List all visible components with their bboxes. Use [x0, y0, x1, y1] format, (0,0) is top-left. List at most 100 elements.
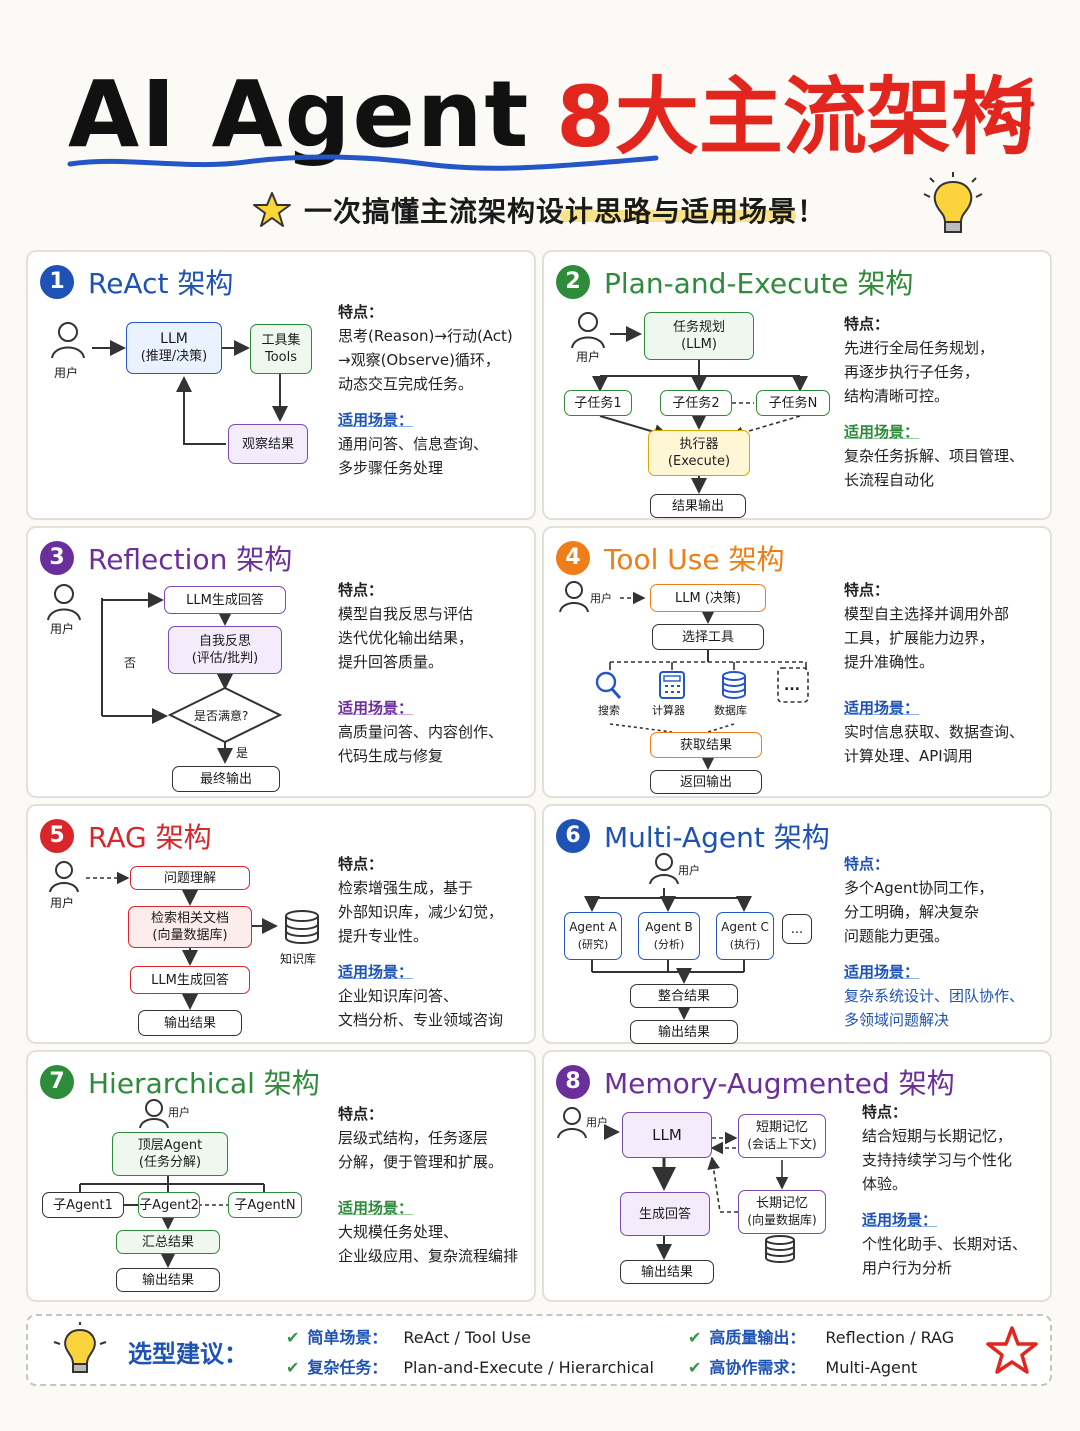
feature-line: 先进行全局任务规划， [844, 339, 995, 357]
scenario-line: 大规模任务处理、 [338, 1223, 459, 1241]
card-number: 5 [40, 819, 74, 853]
scenario-line: 多步骤任务处理 [338, 459, 444, 477]
feature-line: 动态交互完成任务。 [338, 375, 474, 393]
card-title: Hierarchical 架构 [88, 1067, 320, 1100]
card-title: ReAct 架构 [88, 267, 234, 300]
llm-node-sub: (推理/决策) [140, 349, 208, 364]
yes-label: 是 [236, 746, 249, 760]
select-tool-label: 选择工具 [681, 629, 734, 645]
tools-node-label: 工具集 [261, 333, 301, 348]
generate-label: LLM生成回答 [186, 592, 264, 608]
react-diagram: 用户 LLM (推理/决策) 工具集 Tools 观察结果 [28, 252, 328, 512]
memory-output-node: 输出结果 [620, 1260, 714, 1284]
agent-b-sub: (分析) [653, 938, 685, 951]
feature-line: 提升专业性。 [338, 927, 429, 945]
executor-label: 执行器 [679, 437, 719, 452]
feature-line: 支持持续学习与个性化 [862, 1151, 1013, 1169]
summary-node: 汇总结果 [116, 1230, 220, 1254]
suggestion-value: ReAct / Tool Use [403, 1328, 531, 1347]
lightbulb-icon [53, 1322, 107, 1373]
card-title: Reflection 架构 [88, 543, 293, 576]
plan-text: 特点： 先进行全局任务规划， 再逐步执行子任务， 结构清晰可控。 适用场景： 复… [844, 312, 1049, 492]
rag-output-node: 输出结果 [138, 1010, 242, 1036]
sub-agent-1-label: 子Agent1 [53, 1197, 113, 1213]
feature-line: 模型自主选择并调用外部 [844, 605, 1010, 623]
title-ai-agent: AI Agent [68, 61, 531, 168]
generate-node: LLM生成回答 [164, 586, 286, 614]
user-label: 用户 [50, 622, 75, 636]
subtask-n-node: 子任务N [756, 390, 830, 416]
observe-node: 观察结果 [228, 424, 308, 464]
tooluse-arrows [559, 581, 809, 770]
plan-node-sub: (LLM) [681, 337, 717, 352]
select-tool-node: 选择工具 [652, 624, 764, 650]
scenario-line: 个性化助手、长期对话、 [862, 1235, 1028, 1253]
feature-line: 分解，便于管理和扩展。 [338, 1153, 504, 1171]
plan-node-label: 任务规划 [672, 320, 725, 335]
scenario-line: 文档分析、专业领域咨询 [338, 1011, 504, 1029]
rag-text: 特点： 检索增强生成，基于 外部知识库，减少幻觉， 提升专业性。 适用场景： 企… [338, 852, 533, 1032]
tooluse-text: 特点： 模型自主选择并调用外部 工具，扩展能力边界， 提升准确性。 适用场景： … [844, 578, 1050, 768]
user-label: 用户 [50, 896, 75, 910]
user-label: 用户 [590, 592, 612, 605]
subtask-1-node: 子任务1 [564, 390, 632, 416]
top-agent-sub: (任务分解) [138, 1155, 202, 1170]
output-node: 结果输出 [650, 494, 746, 518]
sub-agent-2-node: 子Agent2 [138, 1192, 200, 1218]
scenario-line: 实时信息获取、数据查询、 [844, 723, 1025, 741]
agent-a-node: Agent A (研究) [564, 912, 622, 960]
top-agent-label: 顶层Agent [137, 1138, 203, 1153]
scenario-line: 多领域问题解决 [844, 1011, 950, 1029]
react-arrows [51, 322, 288, 445]
sub-agent-2-label: 子Agent2 [139, 1197, 199, 1213]
subtask-n-label: 子任务N [768, 395, 818, 411]
user-label: 用户 [54, 366, 79, 380]
features-label: 特点： [844, 855, 890, 873]
features-label: 特点： [862, 1103, 908, 1121]
agent-c-sub: (执行) [729, 938, 761, 951]
feature-line: 分工明确，解决复杂 [844, 903, 980, 921]
card-number: 7 [40, 1065, 74, 1099]
short-term-memory-label: 短期记忆 [755, 1120, 808, 1135]
features-label: 特点： [338, 581, 384, 599]
long-term-memory-node: 长期记忆 (向量数据库) [738, 1190, 826, 1234]
check-icon: ✔ [286, 1328, 300, 1347]
card-number: 3 [40, 541, 74, 575]
scenario-line: 用户行为分析 [862, 1259, 953, 1277]
agent-a-sub: (研究) [577, 938, 609, 951]
reflection-arrows [47, 584, 283, 764]
retrieve-label: 检索相关文档 [150, 911, 229, 926]
search-tool-label: 搜索 [598, 704, 620, 717]
feature-line: 思考(Reason)→行动(Act) [338, 327, 513, 345]
get-result-node: 获取结果 [650, 732, 762, 758]
llm-decision-node: LLM (决策) [650, 584, 766, 612]
card-title: Plan-and-Execute 架构 [604, 267, 914, 300]
tools-node-sub: Tools [264, 350, 298, 365]
scenario-line: 复杂任务拆解、项目管理、 [844, 447, 1025, 465]
hierarchical-output-label: 输出结果 [141, 1272, 194, 1288]
user-label: 用户 [168, 1106, 190, 1119]
output-label: 结果输出 [671, 498, 724, 514]
card-hierarchical-header: 7 Hierarchical 架构 [40, 1062, 320, 1102]
star-icon [253, 192, 291, 227]
memory-output-label: 输出结果 [640, 1264, 693, 1280]
agent-b-label: Agent B [645, 920, 693, 934]
feature-line: →观察(Observe)循环， [338, 351, 500, 369]
card-memory-header: 8 Memory-Augmented 架构 [556, 1062, 955, 1102]
short-term-memory-sub: (会话上下文) [747, 1137, 817, 1151]
suggestion-value: Multi-Agent [825, 1358, 918, 1377]
card-title: Memory-Augmented 架构 [604, 1067, 955, 1100]
features-label: 特点： [338, 1105, 384, 1123]
scenario-line: 长流程自动化 [844, 471, 935, 489]
more-agents-node: ... [782, 914, 812, 944]
rag-generate-node: LLM生成回答 [130, 966, 250, 994]
feature-line: 工具，扩展能力边界， [844, 629, 995, 647]
card-number: 8 [556, 1065, 590, 1099]
llm-decision-label: LLM (决策) [675, 590, 741, 606]
suggestion-value: Plan-and-Execute / Hierarchical [403, 1358, 654, 1377]
